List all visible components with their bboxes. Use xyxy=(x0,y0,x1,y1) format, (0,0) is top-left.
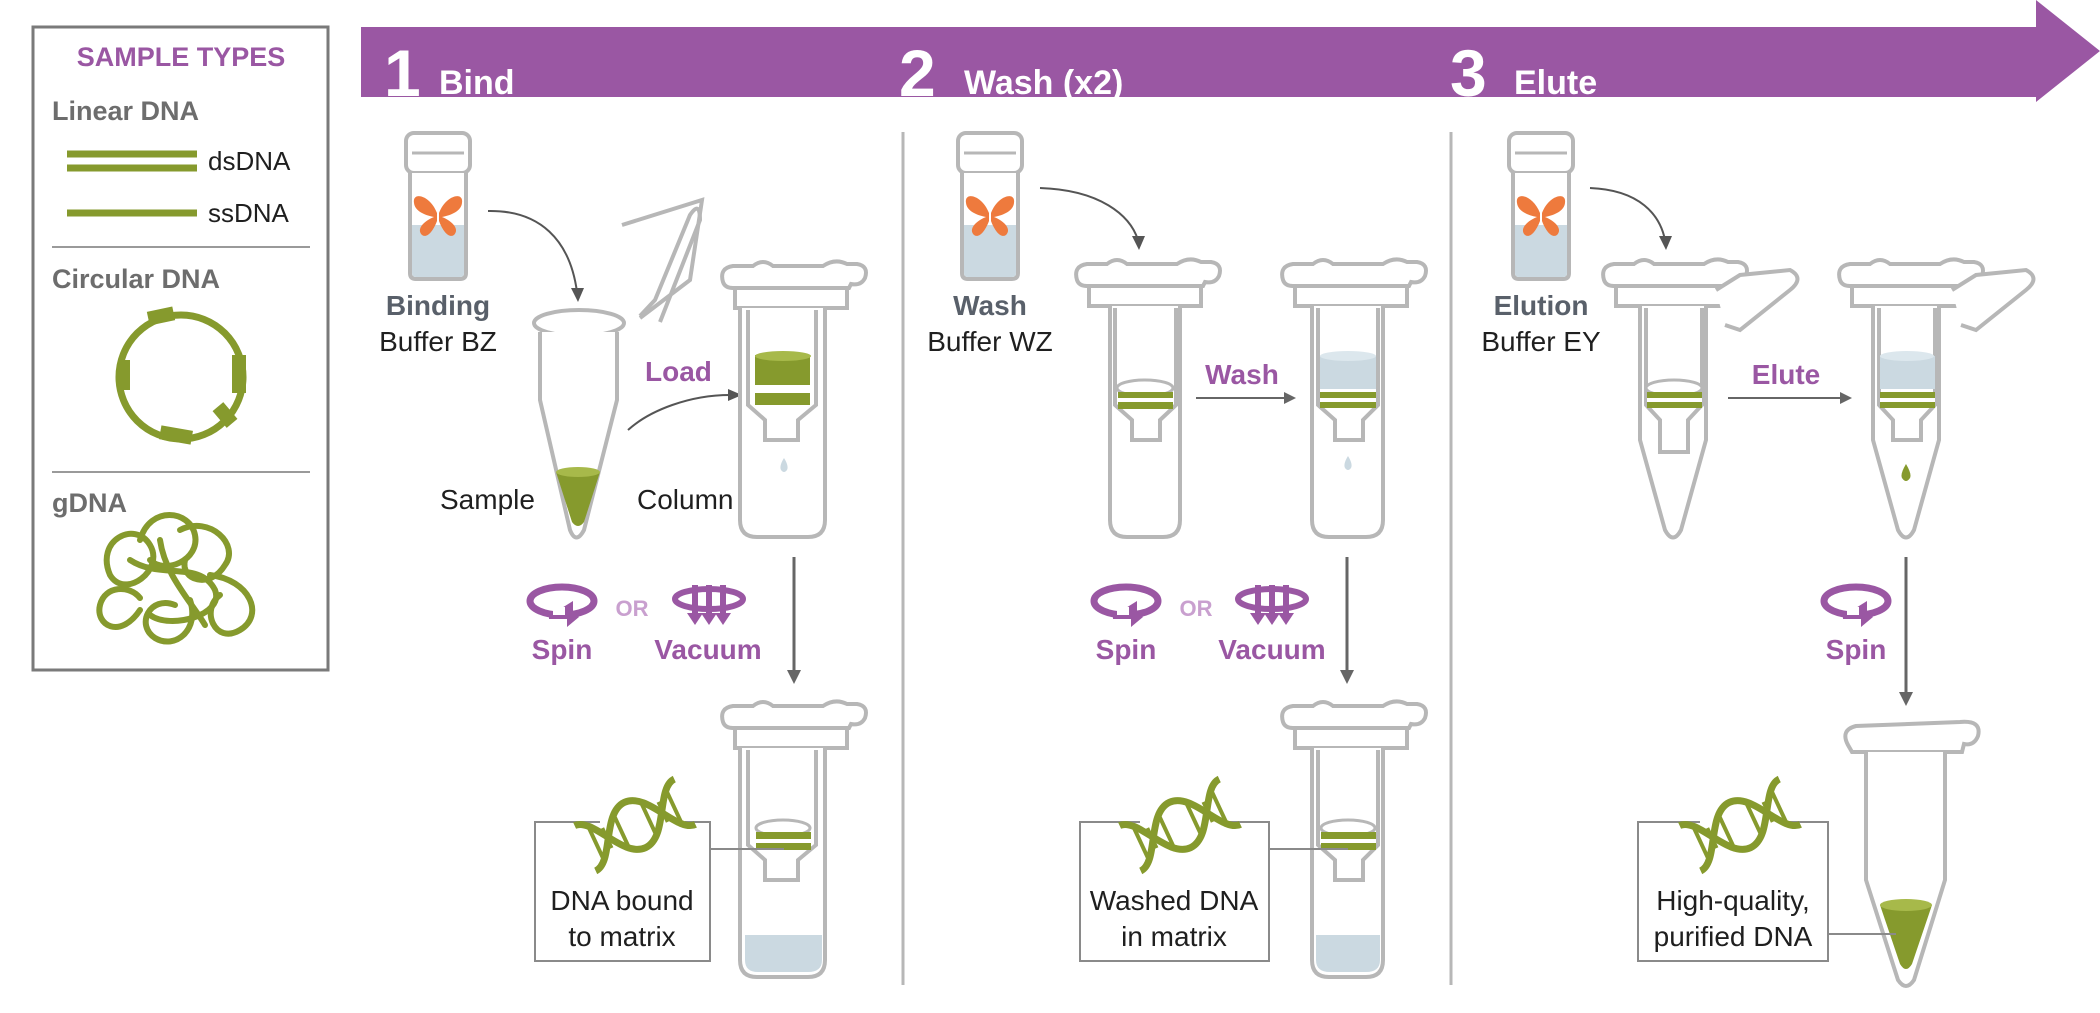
step-2-title: Wash (x2) xyxy=(964,64,1123,102)
vacuum-label: Vacuum xyxy=(1218,634,1325,665)
binding-buffer-title: Binding xyxy=(386,290,490,321)
binding-buffer-name: Buffer BZ xyxy=(379,326,497,357)
load-label: Load xyxy=(645,356,712,387)
curved-arrow xyxy=(1039,187,1139,241)
result-text-line2: purified DNA xyxy=(1654,921,1813,952)
spin-icon xyxy=(1094,587,1158,627)
elution-buffer-bottle xyxy=(1507,131,1575,281)
vacuum-icon xyxy=(1238,585,1306,625)
step-2-number: 2 xyxy=(899,36,936,110)
elution-buffer-title: Elution xyxy=(1494,290,1589,321)
elution-buffer-name: Buffer EY xyxy=(1481,326,1601,357)
dsdna-icon xyxy=(67,150,197,172)
binding-buffer-bottle xyxy=(404,131,472,281)
circular-dna-heading: Circular DNA xyxy=(52,264,220,294)
gdna-tangle-icon xyxy=(96,512,256,645)
arrowhead xyxy=(1899,692,1913,706)
or-label: OR xyxy=(1180,596,1213,621)
plasmid-icon xyxy=(115,306,247,445)
spin-label: Spin xyxy=(1096,634,1157,665)
wash-action-label: Wash xyxy=(1205,359,1279,390)
elution-column xyxy=(1601,257,1800,540)
arrowhead xyxy=(1284,392,1296,404)
curved-arrow xyxy=(487,209,578,293)
wash-buffer-bottle xyxy=(956,131,1024,281)
ssdna-label: ssDNA xyxy=(208,198,290,228)
arrowhead xyxy=(1132,236,1145,250)
elution-column xyxy=(1837,257,2036,540)
sample-tube xyxy=(532,197,705,540)
sample-label: Sample xyxy=(440,484,535,515)
spin-label: Spin xyxy=(532,634,593,665)
vacuum-label: Vacuum xyxy=(654,634,761,665)
spin-icon xyxy=(1824,587,1888,627)
spin-column xyxy=(1074,257,1222,539)
curved-arrow xyxy=(1589,187,1666,241)
step-3-title: Elute xyxy=(1514,64,1597,102)
wash-buffer-name: Buffer WZ xyxy=(927,326,1053,357)
result-text-line1: Washed DNA xyxy=(1090,885,1259,916)
spin-column xyxy=(720,259,868,539)
spin-column xyxy=(1280,257,1428,539)
arrowhead xyxy=(1659,236,1672,250)
step-3-number: 3 xyxy=(1450,36,1487,110)
vacuum-icon xyxy=(675,585,743,625)
arrowhead xyxy=(787,670,801,684)
spin-label: Spin xyxy=(1826,634,1887,665)
step-1-number: 1 xyxy=(384,36,421,110)
sample-types-title: SAMPLE TYPES xyxy=(77,42,286,72)
arrowhead xyxy=(728,389,742,401)
result-text-line1: High-quality, xyxy=(1656,885,1810,916)
spin-icon xyxy=(530,587,594,627)
collection-tube-result xyxy=(1843,719,1981,988)
arrowhead xyxy=(1340,670,1354,684)
gdna-heading: gDNA xyxy=(52,488,127,518)
result-text-line1: DNA bound xyxy=(550,885,693,916)
dsdna-label: dsDNA xyxy=(208,146,291,176)
column-label: Column xyxy=(637,484,733,515)
arrowhead xyxy=(1840,392,1852,404)
curved-arrow xyxy=(627,394,731,431)
arrowhead xyxy=(571,288,584,302)
sample-types-panel: SAMPLE TYPES Linear DNA dsDNA ssDNA Circ… xyxy=(31,25,330,672)
or-label: OR xyxy=(616,596,649,621)
spin-column-result xyxy=(720,699,868,979)
result-text-line2: to matrix xyxy=(568,921,675,952)
process-arrow-banner xyxy=(361,0,2100,102)
spin-column-result xyxy=(1280,699,1428,979)
wash-buffer-title: Wash xyxy=(953,290,1027,321)
elute-action-label: Elute xyxy=(1752,359,1820,390)
step-1-title: Bind xyxy=(439,64,515,102)
result-text-line2: in matrix xyxy=(1121,921,1227,952)
linear-dna-heading: Linear DNA xyxy=(52,96,199,126)
